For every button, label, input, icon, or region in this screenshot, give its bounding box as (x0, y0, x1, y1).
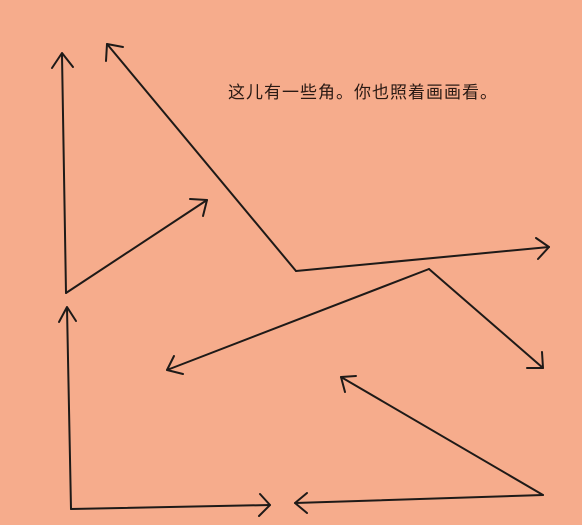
ray (66, 307, 72, 510)
arrowhead-icon (58, 306, 77, 323)
arrowhead-icon (258, 493, 271, 517)
ray (428, 268, 544, 369)
arrowhead-icon (189, 198, 208, 217)
ray (295, 246, 550, 272)
ray (340, 376, 544, 496)
arrowhead-icon (105, 43, 124, 62)
angle-right (166, 268, 544, 375)
angle-bottom-right (294, 375, 544, 514)
angle-bottom-left (58, 306, 271, 517)
ray (70, 504, 271, 510)
arrowhead-icon (51, 52, 74, 69)
ray (61, 54, 67, 294)
instruction-text: 这儿有一些角。你也照着画画看。 (228, 83, 498, 103)
angle-large-v (105, 43, 550, 272)
ray (106, 43, 297, 272)
arrowhead-icon (340, 375, 357, 393)
arrowhead-icon (294, 492, 308, 514)
arrowhead-icon (166, 355, 184, 375)
ray (166, 268, 430, 371)
arrowhead-icon (526, 351, 544, 369)
ray (65, 199, 208, 294)
angle-top-left (51, 52, 208, 294)
ray (294, 494, 544, 504)
arrowhead-icon (535, 237, 550, 260)
